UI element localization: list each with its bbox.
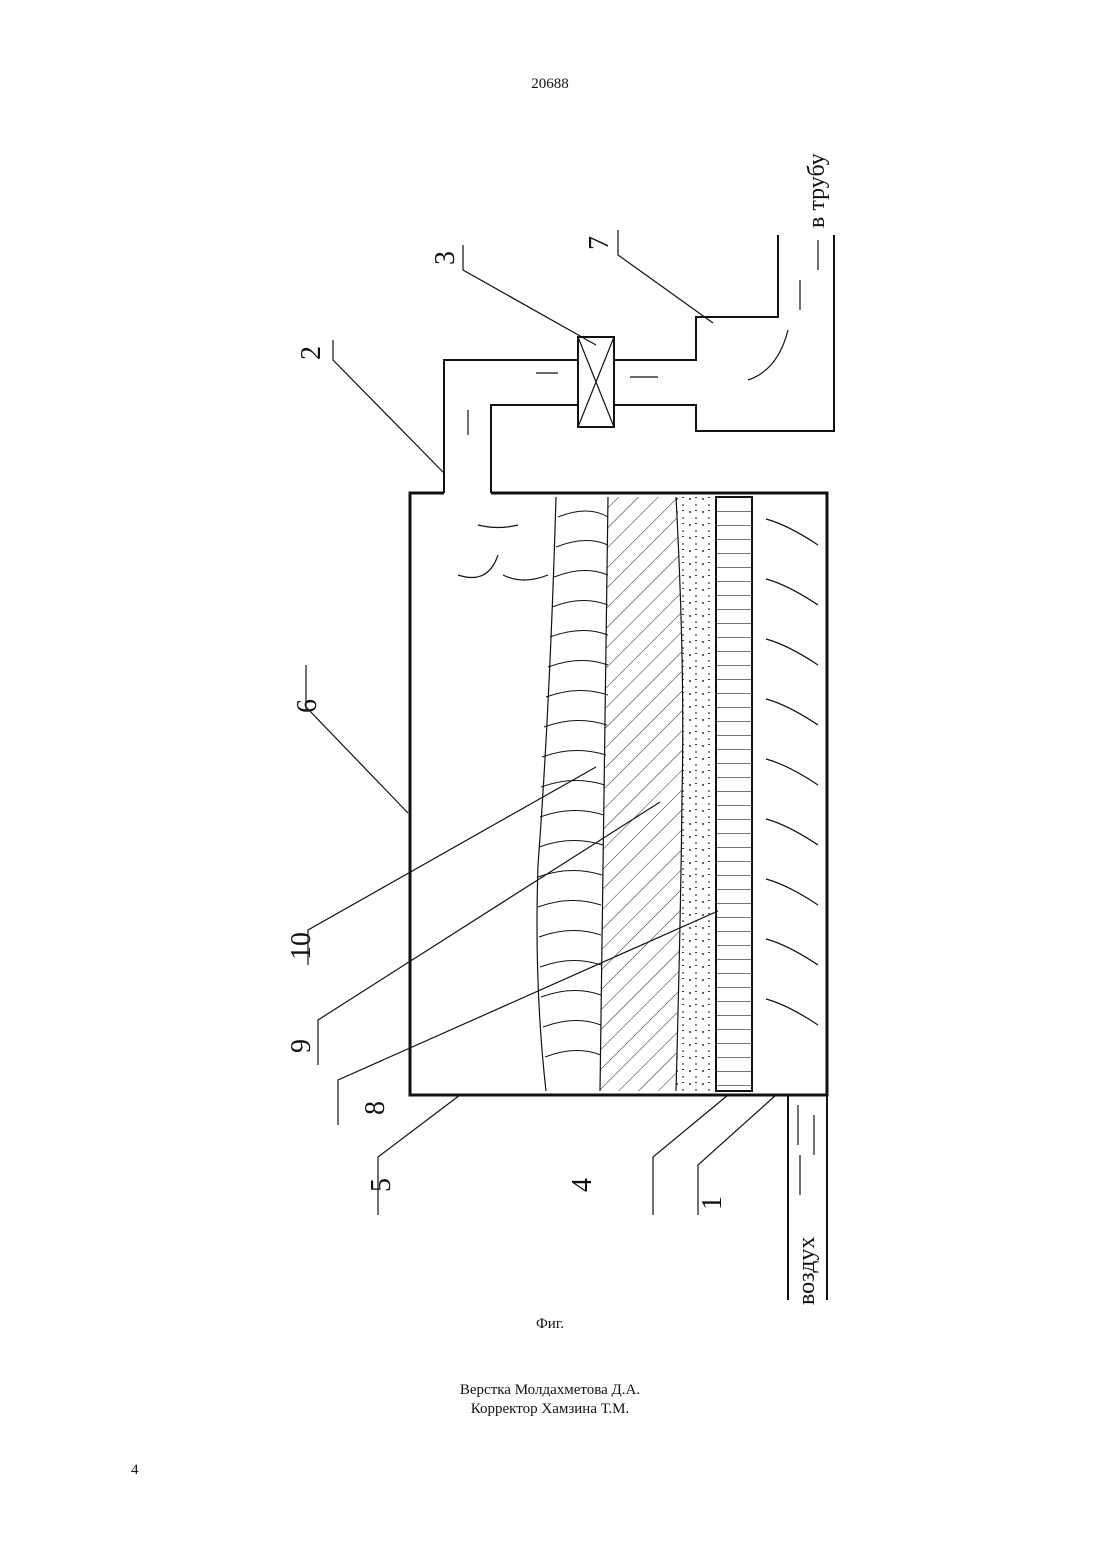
page-number: 4 [131,1462,139,1479]
label-6: 6 [292,699,323,713]
credits: Верстка Молдахметова Д.А. Корректор Хамз… [0,1381,1100,1419]
label-9: 9 [286,1039,317,1053]
label-1: 1 [697,1196,728,1210]
air-label: воздух [794,1237,820,1305]
document-number: 20688 [0,76,1100,93]
exhaust-duct [444,235,834,493]
layer-hatched [600,497,683,1091]
outlet-label: в трубу [804,153,830,228]
corrector-credit: Корректор Хамзина Т.М. [0,1400,1100,1419]
figure-caption: Фиг. [0,1316,1100,1333]
label-7: 7 [584,236,615,250]
label-5: 5 [366,1178,397,1192]
label-3: 3 [430,251,461,265]
layout-credit: Верстка Молдахметова Д.А. [0,1381,1100,1400]
technical-drawing: 1 4 5 8 9 10 6 2 3 7 воздух в трубу [258,105,840,1317]
label-10: 10 [286,932,317,960]
layer-grate [716,497,752,1091]
label-4: 4 [567,1178,598,1192]
label-2: 2 [296,346,327,360]
label-8: 8 [360,1101,391,1115]
